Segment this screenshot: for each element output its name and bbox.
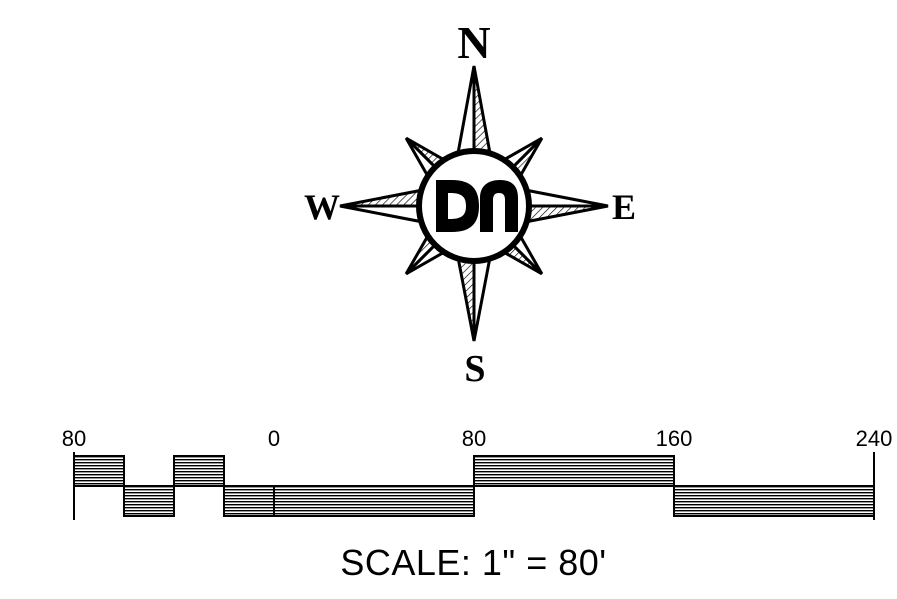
scale-major-block (473, 455, 675, 487)
scale-tick-label: 160 (656, 426, 693, 451)
east-label: E (612, 187, 636, 227)
south-label: S (464, 348, 485, 390)
da-logo-icon (436, 180, 518, 232)
west-label: W (304, 187, 340, 227)
scale-caption: SCALE: 1" = 80' (340, 542, 607, 583)
scale-ticks: 80 0 80 160 240 (62, 426, 893, 451)
scale-tick-label: 80 (62, 426, 86, 451)
scale-segments (73, 452, 875, 520)
scale-tick-label: 0 (268, 426, 280, 451)
scale-subdivision-block (123, 485, 175, 517)
scale-tick-label: 240 (856, 426, 893, 451)
scale-tick-label: 80 (462, 426, 486, 451)
scale-subdivision-block (73, 455, 125, 487)
scale-subdivision-block (173, 455, 225, 487)
compass-rose: N S E W (304, 17, 636, 390)
scale-major-block (673, 485, 875, 517)
north-label: N (457, 17, 490, 68)
scale-major-block (273, 485, 475, 517)
scale-subdivision-block (223, 485, 275, 517)
